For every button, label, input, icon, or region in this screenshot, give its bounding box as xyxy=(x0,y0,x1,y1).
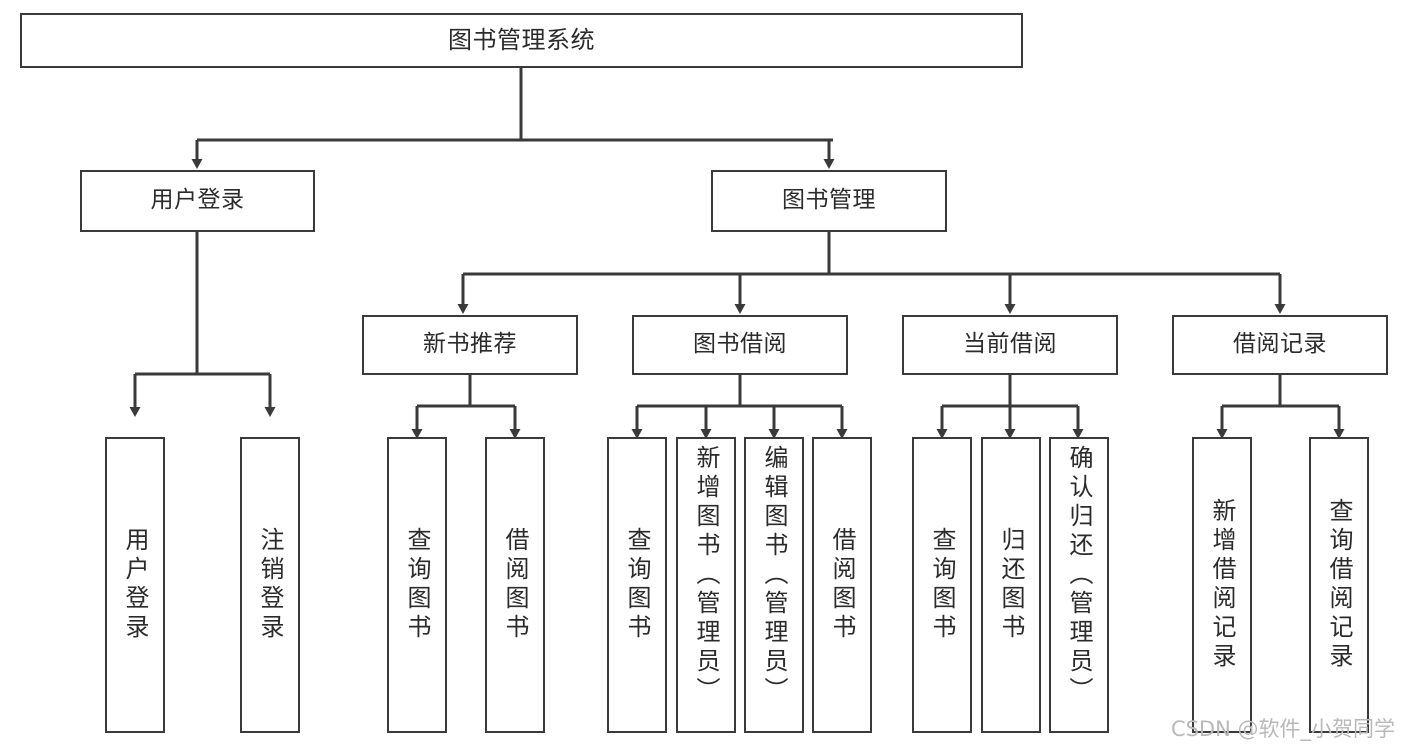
vert-text-wrap: 确认归还（管理员） xyxy=(1051,439,1107,731)
node-label: 图书借阅 xyxy=(693,331,787,358)
vert-text-wrap: 新增借阅记录 xyxy=(1194,439,1250,731)
node-label: 查询借阅记录 xyxy=(1325,498,1353,672)
csdn-watermark: CSDN @软件_小贺同学 xyxy=(1170,717,1395,741)
node-leaf-return-book[interactable]: 归还图书 xyxy=(981,437,1041,733)
node-label: 查询图书 xyxy=(928,527,956,643)
node-leaf-query-book-3[interactable]: 查询图书 xyxy=(912,437,972,733)
node-leaf-add-record[interactable]: 新增借阅记录 xyxy=(1192,437,1252,733)
node-leaf-borrow-book-1[interactable]: 借阅图书 xyxy=(485,437,545,733)
node-label: 借阅记录 xyxy=(1233,331,1327,358)
node-leaf-edit-book[interactable]: 编辑图书（管理员） xyxy=(744,437,804,733)
node-leaf-borrow-book-2[interactable]: 借阅图书 xyxy=(812,437,872,733)
node-leaf-query-book-2[interactable]: 查询图书 xyxy=(607,437,667,733)
vert-text-wrap: 借阅图书 xyxy=(814,439,870,731)
node-leaf-query-book-1[interactable]: 查询图书 xyxy=(387,437,447,733)
node-leaf-logout[interactable]: 注销登录 xyxy=(240,437,300,733)
node-label: 编辑图书（管理员） xyxy=(760,445,788,706)
node-leaf-user-login[interactable]: 用户登录 xyxy=(105,437,165,733)
node-label: 查询图书 xyxy=(403,527,431,643)
node-label: 新增借阅记录 xyxy=(1208,498,1236,672)
node-root-system[interactable]: 图书管理系统 xyxy=(20,13,1023,68)
node-leaf-add-book[interactable]: 新增图书（管理员） xyxy=(676,437,736,733)
node-book-borrow[interactable]: 图书借阅 xyxy=(632,315,848,375)
vert-text-wrap: 查询图书 xyxy=(609,439,665,731)
vert-text-wrap: 编辑图书（管理员） xyxy=(746,439,802,731)
node-label: 确认归还（管理员） xyxy=(1065,445,1093,706)
vert-text-wrap: 查询图书 xyxy=(914,439,970,731)
node-label: 图书管理 xyxy=(782,187,876,214)
node-leaf-query-record[interactable]: 查询借阅记录 xyxy=(1309,437,1369,733)
vert-text-wrap: 归还图书 xyxy=(983,439,1039,731)
node-label: 借阅图书 xyxy=(828,527,856,643)
node-borrow-record[interactable]: 借阅记录 xyxy=(1172,315,1388,375)
node-leaf-confirm-return[interactable]: 确认归还（管理员） xyxy=(1049,437,1109,733)
node-label: 新增图书（管理员） xyxy=(692,445,720,706)
node-book-manage[interactable]: 图书管理 xyxy=(711,170,947,232)
vert-text-wrap: 新增图书（管理员） xyxy=(678,439,734,731)
node-label: 用户登录 xyxy=(150,187,245,214)
node-label: 用户登录 xyxy=(121,527,149,643)
node-label: 注销登录 xyxy=(256,527,284,643)
node-label: 查询图书 xyxy=(623,527,651,643)
vert-text-wrap: 用户登录 xyxy=(107,439,163,731)
node-current-borrow[interactable]: 当前借阅 xyxy=(902,315,1118,375)
node-label: 借阅图书 xyxy=(501,527,529,643)
node-user-login[interactable]: 用户登录 xyxy=(80,170,315,232)
node-label: 新书推荐 xyxy=(423,331,517,358)
node-label: 图书管理系统 xyxy=(448,26,595,55)
node-label: 当前借阅 xyxy=(963,331,1057,358)
vert-text-wrap: 查询图书 xyxy=(389,439,445,731)
node-new-book-rec[interactable]: 新书推荐 xyxy=(362,315,578,375)
vert-text-wrap: 注销登录 xyxy=(242,439,298,731)
node-label: 归还图书 xyxy=(997,527,1025,643)
vert-text-wrap: 查询借阅记录 xyxy=(1311,439,1367,731)
vert-text-wrap: 借阅图书 xyxy=(487,439,543,731)
